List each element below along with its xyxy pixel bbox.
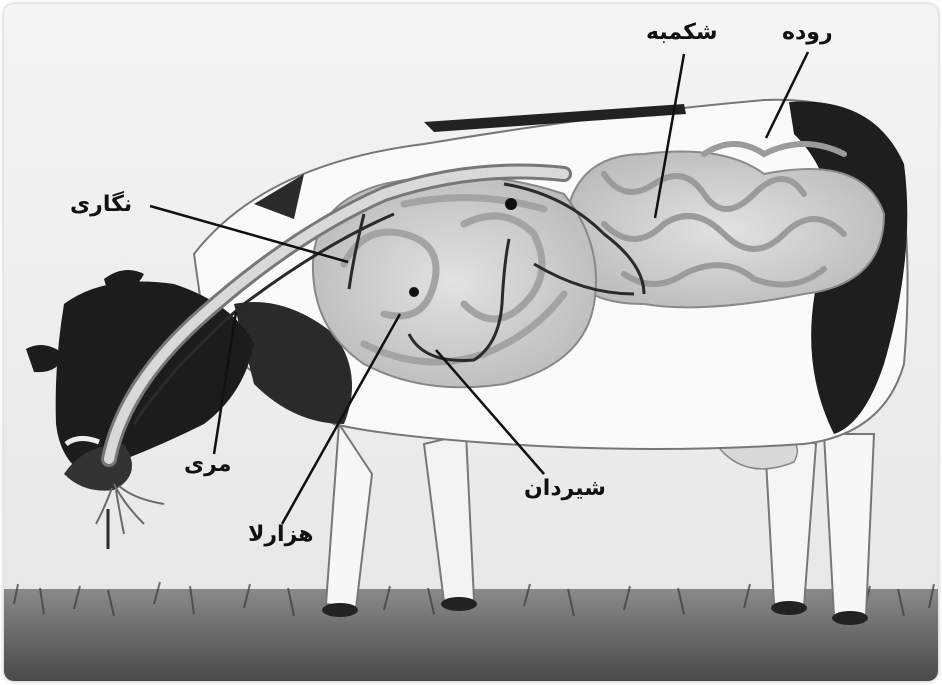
label-esophagus: مری [184,454,231,476]
label-omasum: هزارلا [248,524,314,546]
label-reticulum: نگاری [70,194,132,216]
label-intestine: روده [782,22,833,44]
cow-digestive-diagram [4,4,938,681]
label-abomasum: شیردان [524,478,606,500]
label-rumen: شکمبه [646,22,718,44]
diagram-frame: روده شکمبه نگاری مری هزارلا شیردان [4,4,938,681]
